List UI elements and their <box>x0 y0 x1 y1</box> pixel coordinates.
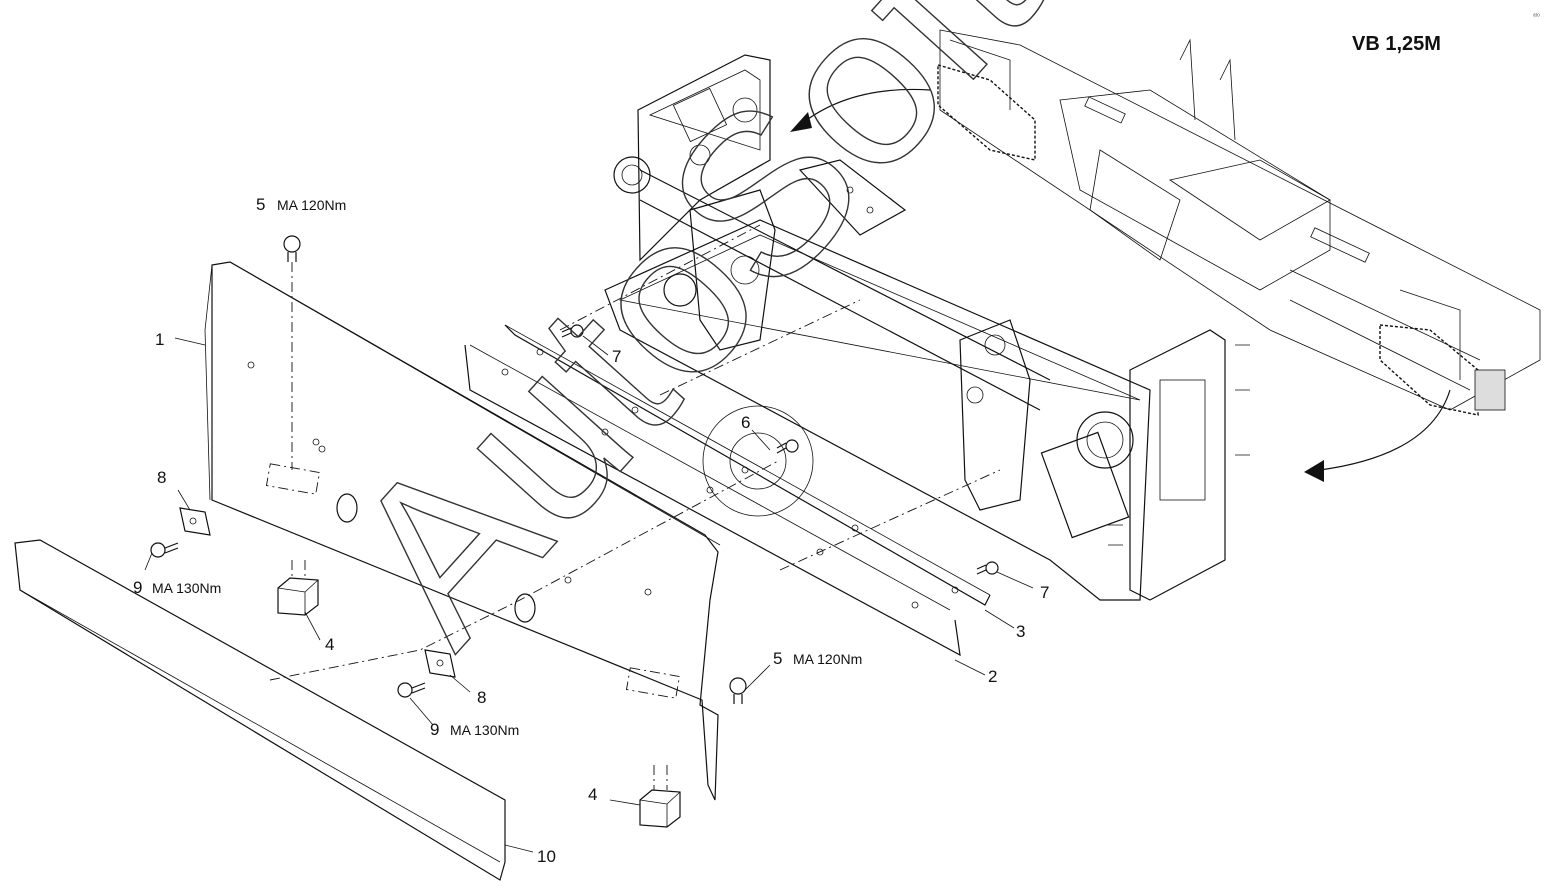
callout-3: 3 <box>1016 622 1025 641</box>
callout-5-bottom-torque: MA 120Nm <box>793 651 862 667</box>
part-4-block-left <box>277 560 319 616</box>
arrow-right-curved <box>1304 389 1451 482</box>
callout-9-right: 9 <box>430 720 439 739</box>
callout-5-top-torque: MA 120Nm <box>277 197 346 213</box>
callout-4-right: 4 <box>588 785 597 804</box>
part-9-bolt-right <box>397 682 426 698</box>
part-5-bolt-bottom <box>729 677 747 704</box>
machine-frame <box>559 54 1250 601</box>
arrow-left-curved <box>790 88 931 132</box>
part-2-inner-panel <box>464 344 961 657</box>
leader-lines <box>144 335 1034 853</box>
callout-10: 10 <box>537 847 556 866</box>
part-1-cover-panel <box>204 261 781 801</box>
callout-5-bottom: 5 <box>773 649 782 668</box>
callout-4-left: 4 <box>325 635 334 654</box>
callout-9-left-torque: MA 130Nm <box>152 580 221 596</box>
part-3-inner-panel <box>504 324 991 606</box>
callout-6: 6 <box>741 413 750 432</box>
svg-text:AutoSoft: AutoSoft <box>300 0 1081 688</box>
callout-1: 1 <box>155 330 164 349</box>
part-10-bottom-rail <box>14 539 506 881</box>
part-9-bolt-left <box>150 542 179 558</box>
watermark: AutoSoft <box>300 0 1083 688</box>
callout-8-left: 8 <box>157 468 166 487</box>
part-7-screw-bottom <box>976 561 999 575</box>
part-6-screw-detail <box>702 405 814 517</box>
part-8-plate-right <box>424 649 456 678</box>
model-title: VB 1,25M <box>1352 33 1441 55</box>
callout-9-left: 9 <box>133 578 142 597</box>
callout-5-top: 5 <box>256 195 265 214</box>
part-7-screw-top <box>561 324 584 338</box>
corner-mark: ᵃᵗᵒ <box>1533 13 1540 20</box>
callout-2: 2 <box>988 667 997 686</box>
machine-overview-inset <box>937 29 1541 416</box>
part-8-plate-left <box>179 507 211 536</box>
part-4-block-right <box>639 765 681 828</box>
part-5-bolt-top <box>283 235 301 470</box>
callout-7-top: 7 <box>612 347 621 366</box>
callout-8-right: 8 <box>477 688 486 707</box>
callout-7-bottom: 7 <box>1040 583 1049 602</box>
callout-9-right-torque: MA 130Nm <box>450 722 519 738</box>
